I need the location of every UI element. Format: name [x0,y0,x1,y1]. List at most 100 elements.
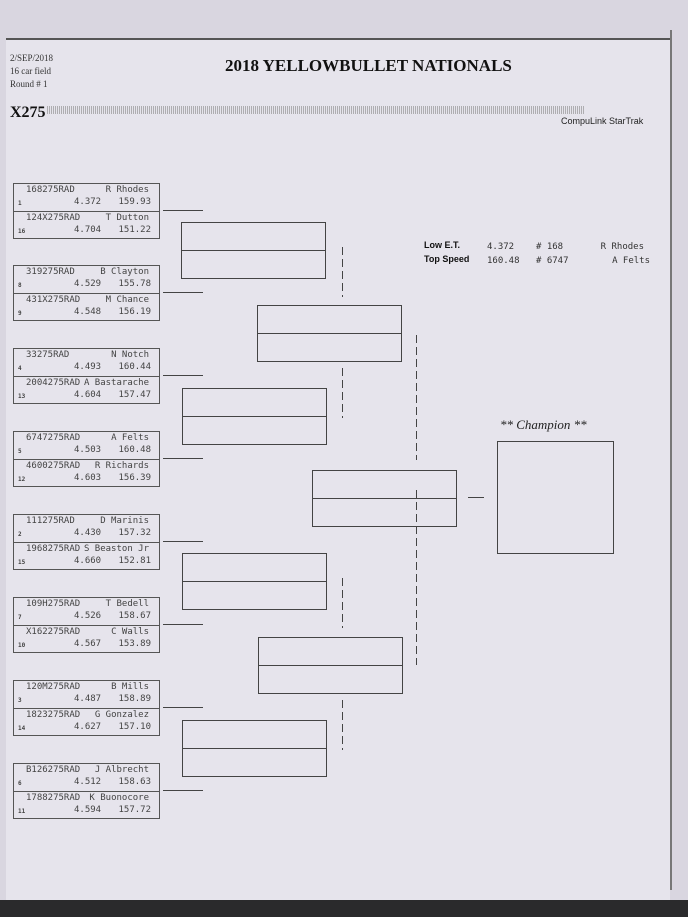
car-number: 111275RAD [26,516,75,526]
elapsed-time: 4.604 [74,390,102,400]
bracket-line [342,700,343,750]
car-number: 319275RAD [26,267,75,277]
car-number: X162275RAD [26,627,81,637]
car-number: 1823275RAD [26,710,81,720]
car-number: 1788275RAD [26,793,81,803]
round-number: Round # 1 [10,79,48,89]
driver-name: B Mills [111,682,149,692]
top-speed-driver: A Felts [612,256,650,266]
elapsed-time: 4.512 [74,777,102,787]
elapsed-time: 4.627 [74,722,102,732]
champion-box [497,441,614,554]
top-speed-car: # 6747 [536,256,569,266]
low-et-car: # 168 [536,242,564,252]
car-number: 33275RAD [26,350,70,360]
trap-speed: 158.89 [118,694,151,704]
page-title: 2018 YELLOWBULLET NATIONALS [225,56,512,75]
field-size: 16 car field [10,66,51,76]
elapsed-time: 4.660 [74,556,102,566]
event-date: 2/SEP/2018 [10,53,54,63]
racer-row: 120M275RAD B Mills 3 4.487 158.89 [14,681,159,708]
car-number: B126275RAD [26,765,81,775]
trap-speed: 158.67 [118,611,151,621]
top-speed-value: 160.48 [487,256,520,266]
trap-speed: 160.44 [118,362,151,372]
bracket-sheet [6,38,670,900]
driver-name: B Clayton [100,267,149,277]
trap-speed: 158.63 [118,777,151,787]
seed-number: 14 [18,725,26,732]
bracket-line [163,624,203,625]
seed-number: 11 [18,808,26,815]
elapsed-time: 4.493 [74,362,102,372]
driver-name: M Chance [105,295,149,305]
trap-speed: 156.39 [118,473,151,483]
seed-number: 4 [18,365,22,372]
champion-label: ** Champion ** [500,417,587,432]
elapsed-time: 4.503 [74,445,102,455]
trap-speed: 153.89 [118,639,151,649]
elapsed-time: 4.704 [74,225,102,235]
seed-number: 6 [18,780,22,787]
car-number: 431X275RAD [26,295,81,305]
low-et-label: Low E.T. [424,240,460,250]
seed-number: 16 [18,228,26,235]
bracket-line [163,707,203,708]
elapsed-time: 4.529 [74,279,102,289]
seed-number: 10 [18,642,26,649]
sheet-edge [670,30,672,890]
car-number: 168275RAD [26,185,75,195]
bracket-line [416,490,417,665]
driver-name: T Bedell [105,599,149,609]
car-number: 120M275RAD [26,682,81,692]
seed-number: 12 [18,476,26,483]
bracket-line [342,578,343,628]
round3-slot [258,637,403,694]
trap-speed: 157.72 [118,805,151,815]
brand-label: CompuLink StarTrak [561,116,644,126]
seed-number: 15 [18,559,26,566]
car-number: 124X275RAD [26,213,81,223]
bracket-line [416,335,417,460]
bracket-line [163,210,203,211]
round2-slot [182,720,327,777]
driver-name: K Buonocore [89,793,149,803]
bracket-line [163,790,203,791]
trap-speed: 151.22 [118,225,151,235]
trap-speed: 160.48 [118,445,151,455]
seed-number: 3 [18,697,22,704]
class-name: X275 [10,104,46,121]
top-speed-label: Top Speed [424,254,470,264]
driver-name: G Gonzalez [94,710,149,720]
bracket-line [163,292,203,293]
bracket-line [163,375,203,376]
matchup-pair: 120M275RAD B Mills 3 4.487 158.89 1823275RAD G… [13,680,160,736]
car-number: 2004275RAD [26,378,81,388]
bracket-line [342,368,343,418]
car-number: 1968275RAD [26,544,81,554]
trap-speed: 155.78 [118,279,151,289]
seed-number: 8 [18,282,22,289]
round2-slot [182,388,327,445]
seed-number: 13 [18,393,26,400]
elapsed-time: 4.487 [74,694,102,704]
driver-name: D Marinis [100,516,149,526]
seed-number: 5 [18,448,22,455]
car-number: 4600275RAD [26,461,81,471]
seed-number: 9 [18,310,22,317]
matchup-pair: 319275RAD B Clayton 8 4.529 155.78 431X275RAD… [13,265,160,321]
